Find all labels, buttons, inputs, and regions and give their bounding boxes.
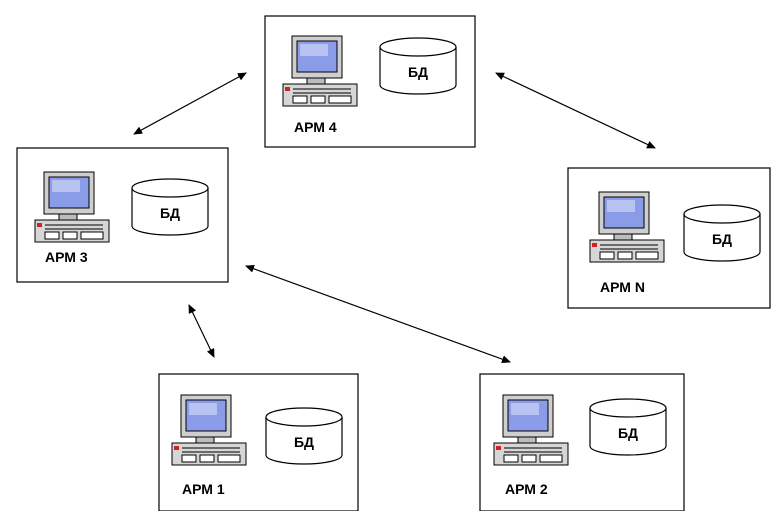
node-label: АРМ 1 bbox=[182, 481, 225, 497]
node-label: АРМ 3 bbox=[45, 249, 88, 265]
edge-arm3-arm1 bbox=[188, 304, 215, 358]
db-label: БД bbox=[160, 205, 180, 221]
node-label: АРМ N bbox=[600, 279, 645, 295]
db-label: БД bbox=[712, 231, 732, 247]
node-arm3: БД АРМ 3 bbox=[16, 147, 229, 283]
db-label: БД bbox=[294, 434, 314, 450]
node-label: АРМ 2 bbox=[505, 481, 548, 497]
node-arm2: БД АРМ 2 bbox=[479, 373, 685, 511]
edge-arm4-armn bbox=[495, 72, 656, 149]
node-arm4: БД АРМ 4 bbox=[264, 15, 476, 148]
node-label: АРМ 4 bbox=[294, 119, 337, 135]
db-label: БД bbox=[408, 64, 428, 80]
node-arm1: БД АРМ 1 bbox=[158, 373, 359, 511]
edge-arm3-arm2 bbox=[245, 264, 511, 364]
db-label: БД bbox=[618, 425, 638, 441]
node-armn: БД АРМ N bbox=[567, 167, 771, 309]
edge-arm3-arm4 bbox=[133, 72, 247, 135]
edges bbox=[133, 72, 656, 364]
